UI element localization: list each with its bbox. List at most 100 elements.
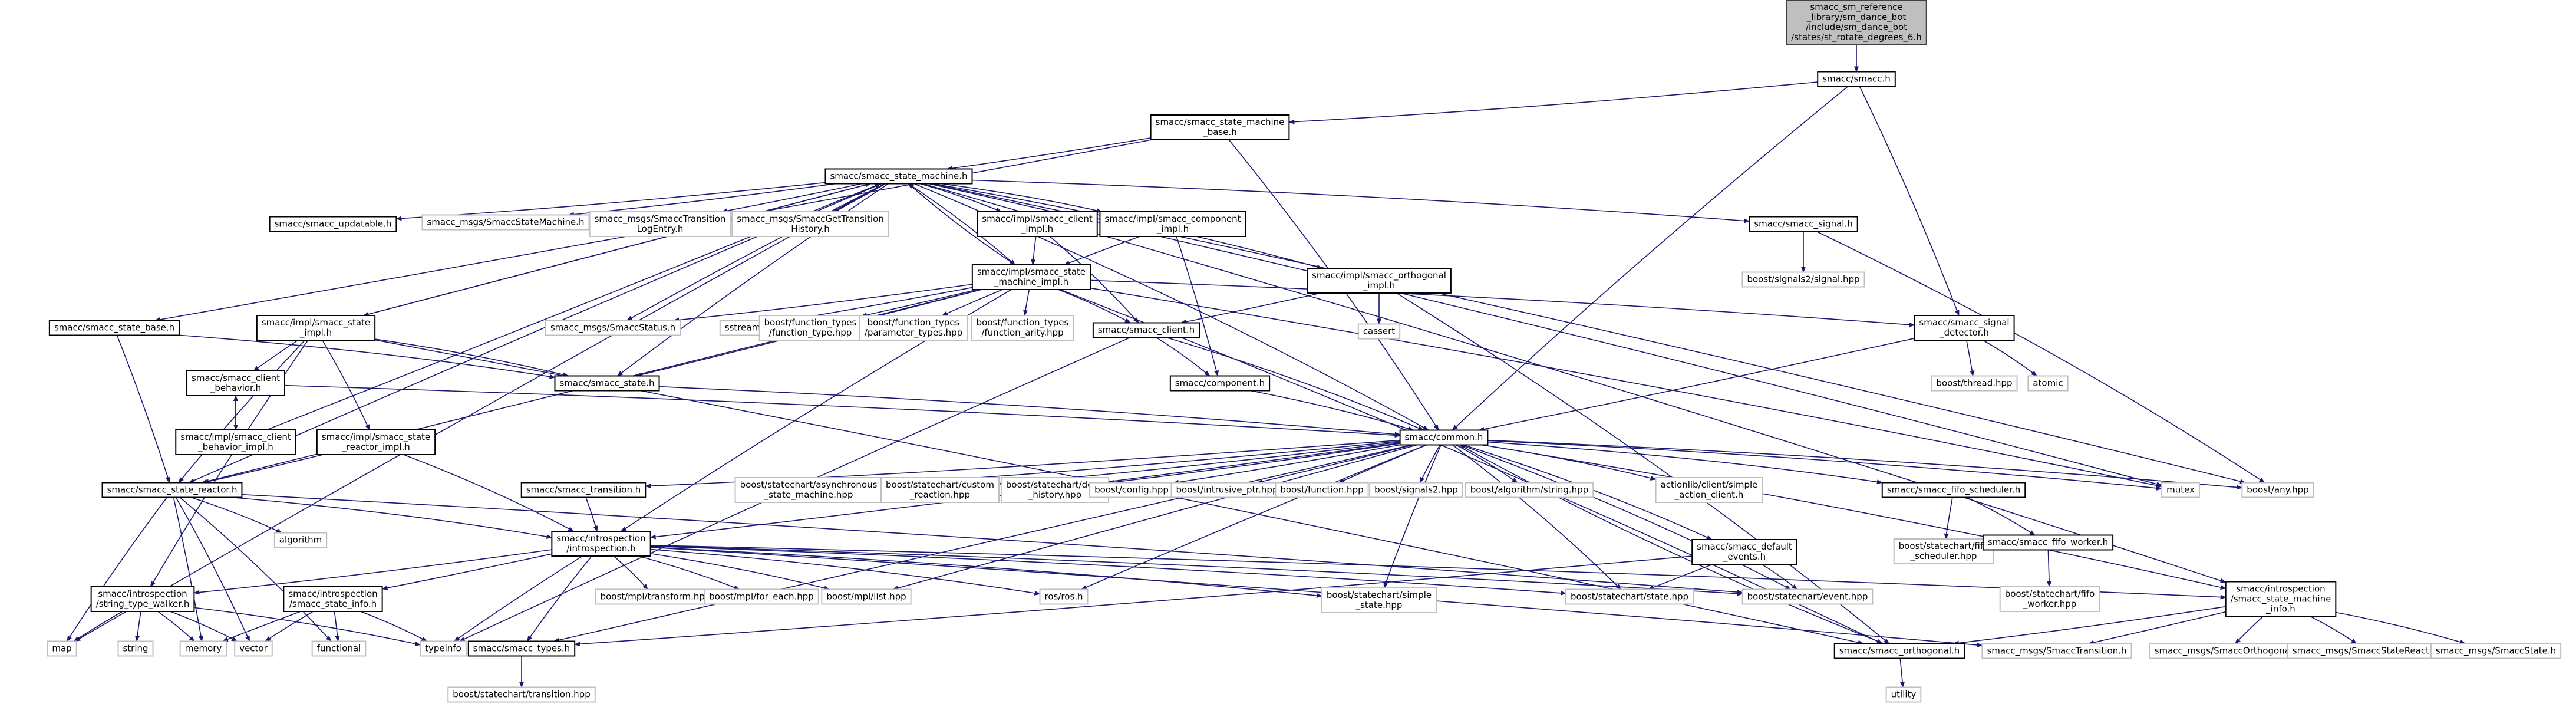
node-orth-impl[interactable]: smacc/impl/smacc_orthogonal_impl.h	[1307, 268, 1452, 294]
node-label-line: boost/mpl/for_each.hpp	[709, 591, 814, 603]
node-smacc-h[interactable]: smacc/smacc.h	[1817, 71, 1896, 87]
node-label-line: boost/config.hpp	[1094, 485, 1169, 495]
node-sr-impl[interactable]: smacc/impl/smacc_state_reactor_impl.h	[316, 429, 436, 455]
node-bfp: boost/function_types/parameter_types.hpp	[859, 315, 968, 341]
node-simple: boost/statechart/simple_state.hpp	[1321, 587, 1437, 613]
node-box	[447, 686, 596, 703]
node-cl-beh[interactable]: smacc/smacc_client_behavior.h	[186, 370, 285, 396]
edge-sr-impl-to-introspection	[403, 454, 575, 532]
node-box	[90, 586, 195, 612]
edge-st-impl-to-reactor	[178, 340, 305, 484]
node-box	[420, 640, 467, 657]
edge-introspection-to-mpltr	[613, 555, 648, 590]
node-box	[821, 588, 912, 605]
node-box	[1170, 482, 1284, 498]
node-comp-impl[interactable]: smacc/impl/smacc_component_impl.h	[1099, 211, 1246, 237]
node-label-line: smacc/impl/smacc_orthogonal	[1312, 270, 1446, 281]
node-dhist: boost/statechart/deep_history.hpp	[1000, 477, 1110, 503]
node-signal[interactable]: smacc/smacc_signal.h	[1749, 216, 1858, 232]
node-mpltr: boost/mpl/transform.hpp	[595, 588, 716, 605]
node-label-line: _action_client.h	[1674, 489, 1744, 501]
edge-sm-to-map	[74, 183, 886, 642]
edge-defevents-to-types	[574, 555, 1693, 647]
node-label-line: _machine_impl.h	[994, 277, 1068, 288]
node-layer: smacc_sm_reference_library/sm_dance_bot/…	[47, 0, 2562, 703]
node-box	[595, 588, 716, 605]
node-sig-det[interactable]: smacc/smacc_signal_detector.h	[1914, 315, 2015, 341]
node-state-base[interactable]: smacc/smacc_state_base.h	[48, 320, 180, 336]
node-sm-base[interactable]: smacc/smacc_state_machine_base.h	[1150, 114, 1290, 140]
edge-fifo-sched-to-fifo-sched-hpp	[1944, 497, 1953, 540]
node-label-line: smacc/introspection	[2236, 584, 2325, 594]
node-sm[interactable]: smacc/smacc_state_machine.h	[824, 168, 973, 185]
node-label-line: smacc/impl/smacc_state	[262, 317, 370, 328]
node-box	[1881, 482, 2026, 498]
node-label-line: smacc/smacc_client	[192, 373, 280, 384]
node-client[interactable]: smacc/smacc_client.h	[1092, 322, 1200, 338]
node-st-impl[interactable]: smacc/impl/smacc_state_impl.h	[256, 315, 376, 341]
node-box	[1369, 482, 1463, 498]
node-label-line: _history.hpp	[1028, 489, 1081, 501]
node-label-line: boost/algorithm/string.hpp	[1470, 485, 1588, 495]
node-label-line: smacc_msgs/SmaccTransition	[595, 213, 726, 225]
edge-sm-to-msg-ssm	[568, 183, 836, 217]
node-stw[interactable]: smacc/introspection/string_type_walker.h	[90, 586, 195, 612]
node-box	[1092, 322, 1200, 338]
edge-introspection-to-rosnos	[650, 548, 1041, 596]
node-box	[971, 264, 1091, 290]
node-sinfo[interactable]: smacc/introspection/smacc_state_info.h	[283, 586, 383, 612]
node-box	[1749, 216, 1858, 232]
node-transition[interactable]: smacc/smacc_transition.h	[520, 482, 647, 498]
node-label-line: _state_machine.hpp	[764, 489, 853, 501]
node-common[interactable]: smacc/common.h	[1399, 429, 1489, 446]
edge-orthogonal-to-utility	[1899, 658, 1905, 688]
edge-common-to-dhist	[1108, 443, 1400, 485]
node-fifo-worker[interactable]: smacc/smacc_fifo_worker.h	[1982, 534, 2114, 551]
node-component[interactable]: smacc/component.h	[1169, 375, 1271, 392]
node-label-line: smacc_msgs/SmaccStateReactor.h	[2293, 646, 2446, 657]
node-msg-orth: smacc_msgs/SmaccOrthogonal.h	[2149, 643, 2307, 659]
node-box	[1982, 534, 2114, 551]
node-orthogonal[interactable]: smacc/smacc_orthogonal.h	[1833, 643, 1965, 659]
node-types[interactable]: smacc/smacc_types.h	[467, 640, 576, 657]
edge-sig-det-to-thread	[1966, 340, 1975, 377]
node-box	[758, 315, 862, 341]
node-box	[1321, 587, 1437, 613]
node-box	[1893, 538, 1994, 564]
node-updatable[interactable]: smacc/smacc_updatable.h	[269, 216, 397, 232]
node-label-line: boost/statechart/transition.hpp	[453, 689, 590, 700]
node-label-line: smacc/smacc_client.h	[1098, 325, 1195, 336]
node-introspection[interactable]: smacc/introspection/introspection.h	[551, 531, 651, 557]
node-box	[731, 211, 889, 237]
node-reactor[interactable]: smacc/smacc_state_reactor.h	[101, 482, 243, 498]
node-thread: boost/thread.hpp	[1931, 375, 2018, 392]
node-smi[interactable]: smacc/introspection/smacc_state_machine_…	[2225, 581, 2337, 617]
node-box	[256, 315, 376, 341]
node-algstr: boost/algorithm/string.hpp	[1465, 482, 1594, 498]
node-label-line: algorithm	[279, 535, 322, 545]
node-cl-beh-impl[interactable]: smacc/impl/smacc_client_behavior_impl.h	[175, 429, 296, 455]
node-cli-impl[interactable]: smacc/impl/smacc_client_impl.h	[977, 211, 1098, 237]
node-box	[589, 211, 731, 237]
node-box	[47, 640, 77, 657]
node-fifo-sched[interactable]: smacc/smacc_fifo_scheduler.h	[1881, 482, 2026, 498]
node-box	[1039, 588, 1089, 605]
node-label-line: smacc/impl/smacc_state	[322, 432, 430, 443]
node-state[interactable]: smacc/smacc_state.h	[554, 375, 660, 392]
edge-sm-to-sm-impl	[908, 183, 1016, 265]
node-label-line: boost/signals2.hpp	[1374, 485, 1458, 495]
node-box	[1691, 539, 1797, 565]
edge-common-to-smi	[1482, 444, 2227, 590]
node-label-line: smacc/smacc_updatable.h	[275, 219, 392, 230]
edge-smi-to-msg-orth	[2235, 616, 2264, 644]
node-box	[545, 320, 681, 336]
node-defevents[interactable]: smacc/smacc_default_events.h	[1691, 539, 1797, 565]
node-box	[234, 640, 273, 657]
node-label-line: smacc/smacc_state_base.h	[54, 323, 174, 334]
node-sm-impl[interactable]: smacc/impl/smacc_state_machine_impl.h	[971, 264, 1091, 290]
node-asm: boost/statechart/asynchronous_state_mach…	[734, 477, 883, 503]
edge-sm-impl-to-mutex	[1090, 287, 2163, 488]
node-config: boost/config.hpp	[1089, 482, 1174, 498]
